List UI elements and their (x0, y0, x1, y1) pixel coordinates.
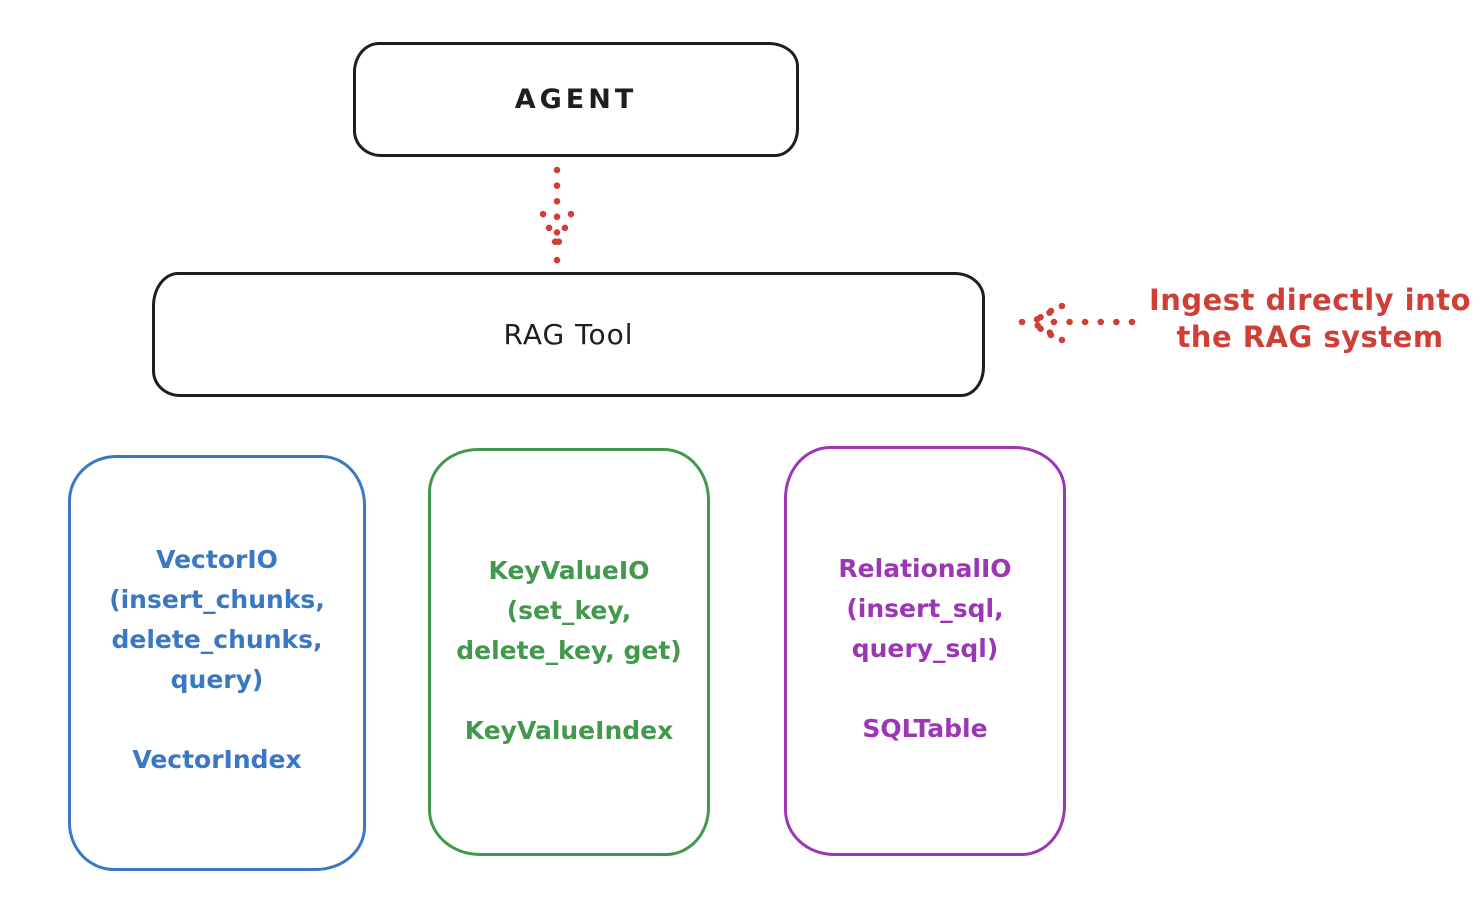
vector-io-line3: delete_chunks, (111, 625, 323, 654)
sql-table-label: SQLTable (862, 714, 988, 743)
ingest-annotation-line1: Ingest directly into (1148, 283, 1472, 317)
keyvalue-io-line1: KeyValueIO (488, 556, 650, 585)
vector-io-node: VectorIO (insert_chunks, delete_chunks, … (68, 455, 366, 871)
annotation-to-rag-arrow (1018, 302, 1136, 344)
keyvalue-index-label: KeyValueIndex (464, 716, 674, 745)
relational-io-line2: (insert_sql, (846, 594, 1004, 623)
relational-io-line1: RelationalIO (838, 554, 1012, 583)
ingest-annotation-line2: the RAG system (1176, 320, 1444, 354)
agent-to-rag-arrow (539, 166, 575, 264)
vector-index-label: VectorIndex (132, 745, 302, 774)
keyvalue-io-line3: delete_key, get) (456, 636, 682, 665)
agent-label: AGENT (514, 84, 638, 115)
relational-io-methods: RelationalIO (insert_sql, query_sql) (838, 549, 1011, 669)
keyvalue-io-line2: (set_key, (506, 596, 632, 625)
ingest-annotation: Ingest directly into the RAG system (1138, 282, 1482, 356)
keyvalue-io-node: KeyValueIO (set_key, delete_key, get) Ke… (428, 448, 710, 856)
relational-io-node: RelationalIO (insert_sql, query_sql) SQL… (784, 446, 1066, 856)
rag-tool-node: RAG Tool (152, 272, 985, 397)
vector-io-line1: VectorIO (156, 545, 278, 574)
rag-tool-label: RAG Tool (503, 318, 634, 351)
vector-io-line2: (insert_chunks, (109, 585, 325, 614)
vector-io-methods: VectorIO (insert_chunks, delete_chunks, … (109, 540, 325, 700)
agent-node: AGENT (353, 42, 799, 157)
relational-io-line3: query_sql) (851, 634, 999, 663)
vector-io-line4: query) (170, 665, 264, 694)
keyvalue-io-methods: KeyValueIO (set_key, delete_key, get) (456, 551, 681, 671)
